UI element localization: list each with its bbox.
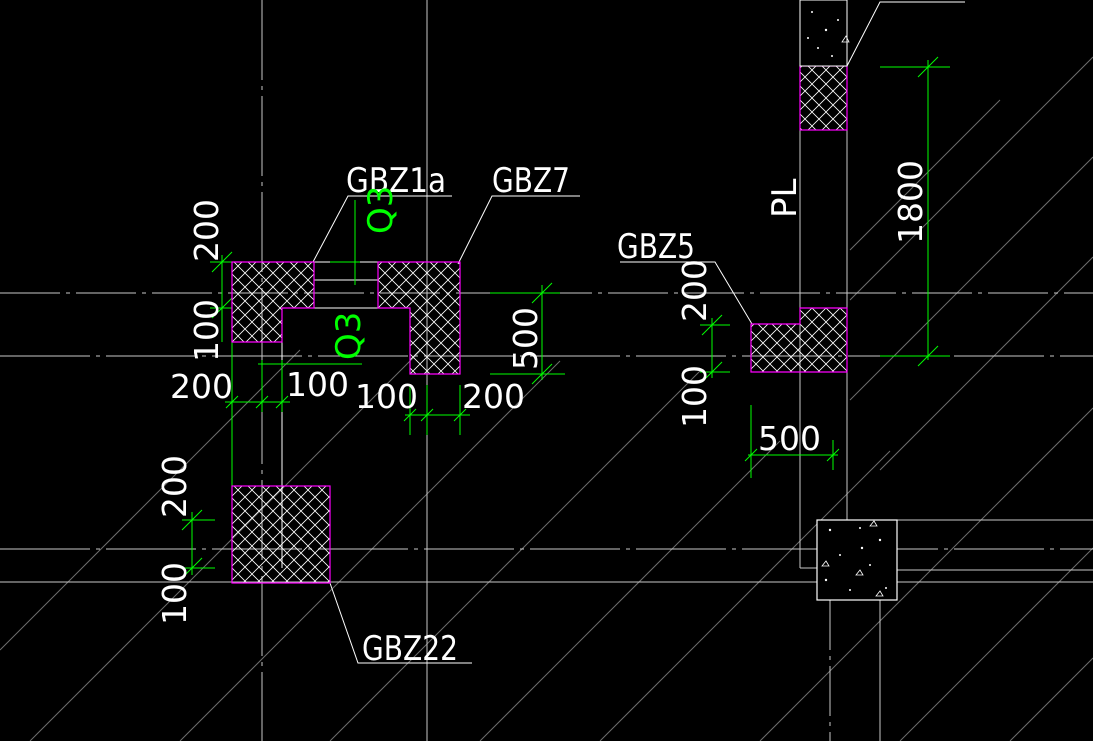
dim-200-b: 200 [170, 367, 233, 406]
dim-100-a: 100 [187, 299, 226, 362]
dimension-lines [181, 56, 950, 579]
label-gbz5: GBZ5 [617, 227, 695, 267]
dim-100-d: 100 [155, 562, 194, 625]
column-gbz22[interactable] [231, 485, 331, 584]
column-gbz5[interactable] [750, 307, 848, 373]
column-gbz1a[interactable] [231, 261, 315, 343]
dim-200-a: 200 [187, 199, 226, 262]
dim-200-e: 200 [675, 259, 714, 322]
dim-200-d: 200 [155, 455, 194, 518]
dim-500-b: 500 [758, 419, 821, 458]
dim-1800: 1800 [891, 160, 930, 244]
label-q3-mid: Q3 [329, 312, 369, 360]
concrete-block-top [799, 0, 848, 67]
leader-lines [312, 1, 965, 664]
dim-200-c: 200 [462, 377, 525, 416]
dim-500-a: 500 [506, 307, 545, 370]
label-gbz7: GBZ7 [492, 161, 570, 201]
label-gbz1a: GBZ1a [346, 161, 446, 201]
concrete-block-bottom [816, 519, 898, 601]
dim-100-c: 100 [355, 377, 418, 416]
column-top-right[interactable] [799, 65, 848, 131]
component-labels: GBZ1a GBZ7 GBZ5 GBZ22 PL Q3 Q3 [329, 161, 805, 669]
column-sections [231, 65, 848, 584]
dimension-texts: 200 100 200 100 100 200 500 200 100 200 … [155, 160, 930, 625]
label-q3-top: Q3 [361, 186, 401, 234]
label-gbz22: GBZ22 [362, 629, 458, 669]
dim-100-b: 100 [286, 365, 349, 404]
background-diagonal-lines [0, 56, 1093, 741]
concrete-blocks [799, 0, 898, 601]
column-gbz7[interactable] [377, 261, 461, 375]
dim-100-e: 100 [675, 365, 714, 428]
label-pl: PL [765, 178, 805, 218]
